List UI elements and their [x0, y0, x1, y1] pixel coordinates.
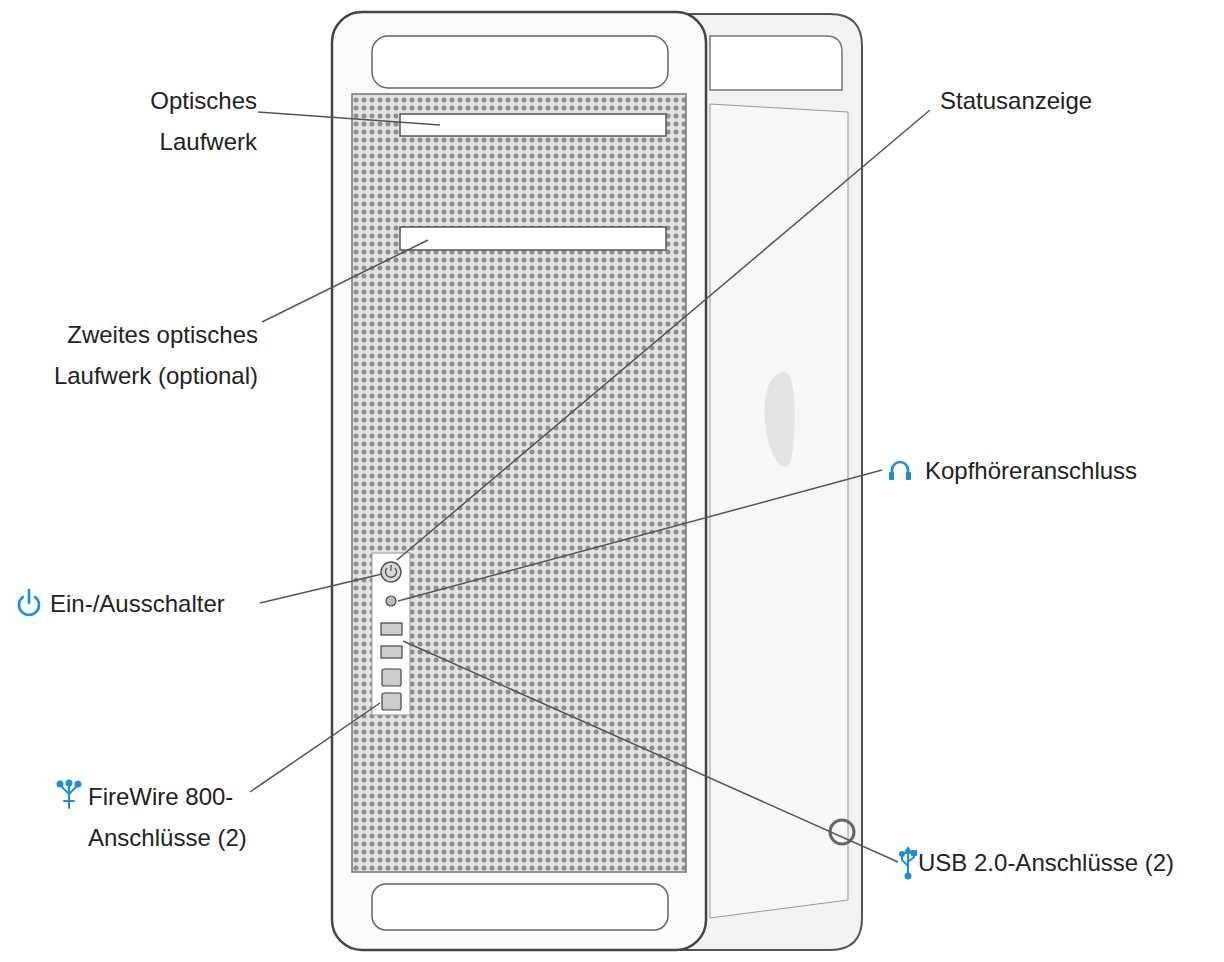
top-handle-opening: [372, 36, 668, 88]
front-frame: [332, 12, 706, 950]
firewire-port: [382, 693, 401, 710]
label-slot: Kopfhöreranschluss: [925, 450, 1210, 491]
port-panel: [372, 553, 410, 715]
part-label: Ein-/Ausschalter: [50, 583, 256, 624]
optical-drive-slot: [400, 227, 666, 250]
power-button: [381, 562, 401, 582]
label-slot: Statusanzeige: [940, 80, 1210, 121]
usb-icon: [900, 848, 916, 879]
leader-line: [260, 574, 382, 603]
label-slot: FireWire 800-Anschlüsse (2): [88, 776, 268, 858]
leader-line: [250, 703, 380, 792]
power-icon: [19, 590, 39, 615]
firewire-port: [382, 669, 401, 686]
power-button-symbol: [386, 565, 397, 577]
part-label: Optisches Laufwerk: [115, 80, 257, 162]
headphone-icon-cup: [906, 472, 911, 480]
headphone-icon: [892, 462, 908, 478]
part-label: Kopfhöreranschluss: [925, 450, 1210, 491]
rear-handle-opening: [710, 36, 842, 90]
label-slot: Ein-/Ausschalter: [50, 583, 256, 624]
leader-line: [258, 112, 440, 125]
part-label: FireWire 800-Anschlüsse (2): [88, 776, 268, 858]
usb-port: [381, 646, 402, 658]
usb-port: [381, 623, 402, 635]
part-label: USB 2.0-Anschlüsse (2): [918, 842, 1214, 883]
part-label: Statusanzeige: [940, 80, 1210, 121]
bottom-handle-opening: [372, 884, 668, 930]
label-slot: Optisches Laufwerk: [115, 80, 257, 162]
front-grill: [352, 94, 686, 872]
leader-line: [403, 641, 898, 862]
apple-logo: [765, 372, 795, 467]
headphone-icon-cup: [889, 472, 894, 480]
label-slot: Zweites optisches Laufwerk (optional): [12, 314, 258, 396]
leader-line: [397, 110, 930, 560]
leader-line: [262, 240, 428, 322]
firewire-icon: [58, 781, 81, 809]
headphone-jack: [386, 596, 396, 606]
leader-line: [398, 470, 882, 601]
part-label: Zweites optisches Laufwerk (optional): [12, 314, 258, 396]
label-slot: USB 2.0-Anschlüsse (2): [918, 842, 1214, 883]
